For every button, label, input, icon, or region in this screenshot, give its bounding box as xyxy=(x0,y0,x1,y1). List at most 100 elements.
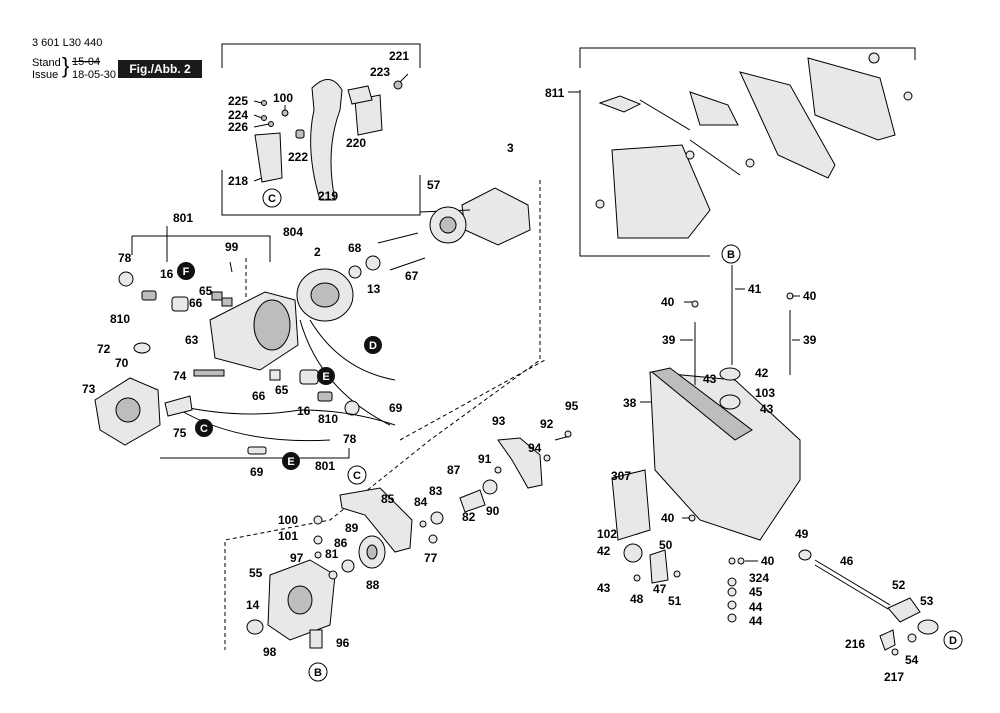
part-label: 225 xyxy=(228,94,248,108)
part-label: 2 xyxy=(314,245,321,259)
part-label: 101 xyxy=(278,529,298,543)
stand-label: Stand xyxy=(32,57,61,69)
part-label: 217 xyxy=(884,670,904,684)
part-label: 46 xyxy=(840,554,854,568)
group-811-frame xyxy=(568,47,916,257)
part-label: 43 xyxy=(597,581,611,595)
part-label: 78 xyxy=(118,251,132,265)
part-label: 50 xyxy=(659,538,673,552)
part-label: 69 xyxy=(250,465,264,479)
part-label: 99 xyxy=(225,240,239,254)
assembly-dash-lines xyxy=(224,180,546,650)
part-label: 226 xyxy=(228,120,248,134)
part-label: 44 xyxy=(749,614,763,628)
callout-e-1: E xyxy=(317,367,335,385)
part-label: 68 xyxy=(348,241,362,255)
part-label: 82 xyxy=(462,510,476,524)
part-label: 65 xyxy=(275,383,289,397)
part-label: 95 xyxy=(565,399,579,413)
part-label: 40 xyxy=(803,289,817,303)
part-label: 43 xyxy=(703,372,717,386)
part-label: 220 xyxy=(346,136,366,150)
motor-armature xyxy=(419,187,531,246)
part-label: 219 xyxy=(318,189,338,203)
part-label: 88 xyxy=(366,578,380,592)
part-label: 42 xyxy=(755,366,769,380)
part-label: 49 xyxy=(795,527,809,541)
leader-lines xyxy=(253,73,800,562)
part-label: 74 xyxy=(173,369,187,383)
group-801-frames xyxy=(131,226,350,459)
part-label: 324 xyxy=(749,571,769,585)
callout-c-3: C xyxy=(347,465,367,485)
part-label: 96 xyxy=(336,636,350,650)
callout-c-2-text: C xyxy=(200,423,208,435)
part-label: 40 xyxy=(661,295,675,309)
part-label: 801 xyxy=(315,459,335,473)
part-label: 53 xyxy=(920,594,934,608)
document-code: 3 601 L30 440 xyxy=(32,37,103,49)
callout-c-1: C xyxy=(262,188,282,208)
part-label: 87 xyxy=(447,463,461,477)
part-label: 75 xyxy=(173,426,187,440)
part-label: 84 xyxy=(414,495,428,509)
part-label: 100 xyxy=(273,91,293,105)
part-label: 67 xyxy=(405,269,419,283)
part-label: 218 xyxy=(228,174,248,188)
stand-value: 15-04 xyxy=(72,56,101,68)
part-label: 78 xyxy=(343,432,357,446)
part-label: 42 xyxy=(597,544,611,558)
part-label: 39 xyxy=(662,333,676,347)
part-label: 66 xyxy=(252,389,266,403)
callout-d-1-text: D xyxy=(369,340,377,352)
part-label: 40 xyxy=(761,554,775,568)
brace-glyph: } xyxy=(62,53,70,78)
part-label: 811 xyxy=(545,86,565,100)
part-label: 223 xyxy=(370,65,390,79)
part-labels: 221 223 225 100 224 226 222 220 218 219 … xyxy=(82,49,934,684)
issue-value: 18-05-30 xyxy=(72,69,117,81)
callout-f-1-text: F xyxy=(183,266,190,278)
part-label: 90 xyxy=(486,504,500,518)
part-label: 92 xyxy=(540,417,554,431)
part-label: 804 xyxy=(283,225,303,239)
part-label: 224 xyxy=(228,108,248,122)
part-label: 103 xyxy=(755,386,775,400)
part-label: 91 xyxy=(478,452,492,466)
part-label: 221 xyxy=(389,49,409,63)
motor-housing xyxy=(94,261,396,455)
part-label: 86 xyxy=(334,536,348,550)
callout-d-1: D xyxy=(364,336,382,354)
part-label: 69 xyxy=(389,401,403,415)
part-label: 39 xyxy=(803,333,817,347)
part-label: 54 xyxy=(905,653,919,667)
gear-assembly xyxy=(246,430,572,649)
callout-f-1: F xyxy=(177,262,195,280)
callout-b-2: B xyxy=(721,244,741,264)
figure-badge: Fig./Abb. 2 xyxy=(118,60,202,78)
part-label: 94 xyxy=(528,441,542,455)
part-label: 81 xyxy=(325,547,339,561)
callout-e-1-text: E xyxy=(322,371,329,383)
part-label: 52 xyxy=(892,578,906,592)
part-label: 73 xyxy=(82,382,96,396)
part-label: 83 xyxy=(429,484,443,498)
part-label: 3 xyxy=(507,141,514,155)
part-label: 51 xyxy=(668,594,682,608)
part-label: 216 xyxy=(845,637,865,651)
part-label: 41 xyxy=(748,282,762,296)
callout-d-2: D xyxy=(943,630,963,650)
stator-field xyxy=(296,232,426,426)
callout-e-2-text: E xyxy=(287,456,294,468)
callout-b-1-text: B xyxy=(314,667,322,679)
part-label: 43 xyxy=(760,402,774,416)
part-label: 70 xyxy=(115,356,129,370)
part-label: 38 xyxy=(623,396,637,410)
callout-b-2-text: B xyxy=(727,249,735,261)
part-label: 801 xyxy=(173,211,193,225)
part-label: 47 xyxy=(653,582,667,596)
callout-b-1: B xyxy=(308,662,328,682)
callout-c-3-text: C xyxy=(353,470,361,482)
part-label: 98 xyxy=(263,645,277,659)
